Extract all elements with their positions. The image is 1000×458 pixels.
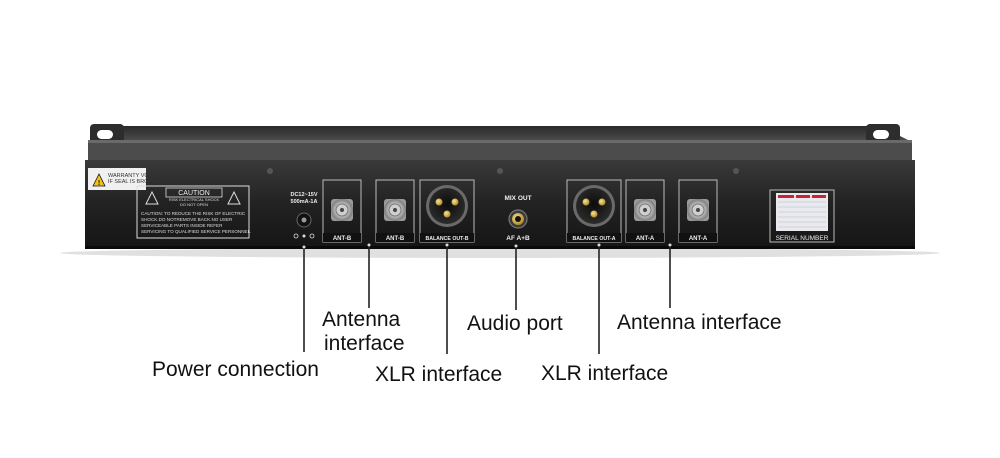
svg-text:SERIAL NUMBER: SERIAL NUMBER: [776, 235, 829, 242]
svg-text:ANT-B: ANT-B: [386, 236, 405, 242]
svg-text:DC12~15V: DC12~15V: [290, 192, 317, 198]
svg-text:MIX OUT: MIX OUT: [504, 195, 531, 202]
floor-shadow: [60, 248, 940, 258]
receiver-rear-panel: ! WARRANTY VOID IF SEAL IS BROKEN CAUTIO…: [60, 124, 940, 258]
antenna-b-connector-1: ANT-B: [322, 179, 362, 243]
serial-number-label: SERIAL NUMBER: [769, 189, 835, 243]
antenna-a-caption: Antenna interface: [617, 311, 782, 334]
screw: [733, 168, 739, 174]
svg-text:IF SEAL IS BROKEN: IF SEAL IS BROKEN: [108, 179, 160, 185]
svg-text:AF A+B: AF A+B: [506, 235, 530, 242]
svg-text:ANT-B: ANT-B: [333, 236, 352, 242]
caution-label: CAUTION RISK ELECTRICAL SHOCK DO NOT OPE…: [136, 185, 251, 239]
svg-text:CAUTION: TO REDUCE THE RISK OF: CAUTION: TO REDUCE THE RISK OF ELECTRIC: [141, 211, 246, 216]
svg-text:WARRANTY VOID: WARRANTY VOID: [108, 173, 154, 179]
antenna-a-connector-1: ANT-A: [625, 179, 665, 243]
chassis-top-lip: [88, 140, 912, 160]
svg-text:RISK ELECTRICAL SHOCK: RISK ELECTRICAL SHOCK: [169, 197, 220, 202]
svg-text:CAUTION: CAUTION: [178, 190, 210, 197]
svg-text:SHOCK.DO NOTREMOVE BACK.NO USE: SHOCK.DO NOTREMOVE BACK.NO USER: [141, 217, 233, 222]
xlr-a-connector: BALANCE OUT-A: [566, 179, 622, 243]
svg-text:SERVICEABLE PARTS INSIDE REFER: SERVICEABLE PARTS INSIDE REFER: [141, 223, 223, 228]
svg-text:!: !: [98, 180, 100, 187]
svg-text:ANT-A: ANT-A: [689, 236, 708, 242]
antenna-b-caption-line1: Antenna: [322, 308, 401, 331]
audio-port-caption: Audio port: [467, 312, 563, 335]
power-connection-caption: Power connection: [152, 358, 319, 381]
chassis-top: [92, 126, 908, 140]
warranty-sticker: ! WARRANTY VOID IF SEAL IS BROKEN: [88, 168, 160, 190]
antenna-b-caption-line2: interface: [324, 332, 405, 355]
xlr-a-caption: XLR interface: [541, 362, 669, 385]
antenna-b-connector-2: ANT-B: [375, 179, 415, 243]
xlr-b-connector: BALANCE OUT-B: [419, 179, 475, 243]
mix-out-jack: MIX OUT AF A+B: [504, 195, 531, 242]
svg-text:BALANCE OUT-A: BALANCE OUT-A: [573, 236, 616, 242]
svg-text:BALANCE OUT-B: BALANCE OUT-B: [426, 236, 469, 242]
svg-text:SERVICING TO QUALIFIED SERVICE: SERVICING TO QUALIFIED SERVICE PERSONNEL…: [141, 229, 251, 234]
svg-text:DO NOT OPEN: DO NOT OPEN: [180, 202, 208, 207]
power-connector: DC12~15V 500mA-1A: [290, 192, 318, 239]
callout-anchor-dots: [302, 243, 672, 249]
svg-text:500mA-1A: 500mA-1A: [291, 199, 318, 205]
svg-text:ANT-A: ANT-A: [636, 236, 655, 242]
screw: [267, 168, 273, 174]
screw: [497, 168, 503, 174]
antenna-a-connector-2: ANT-A: [678, 179, 718, 243]
xlr-b-caption: XLR interface: [375, 363, 503, 386]
